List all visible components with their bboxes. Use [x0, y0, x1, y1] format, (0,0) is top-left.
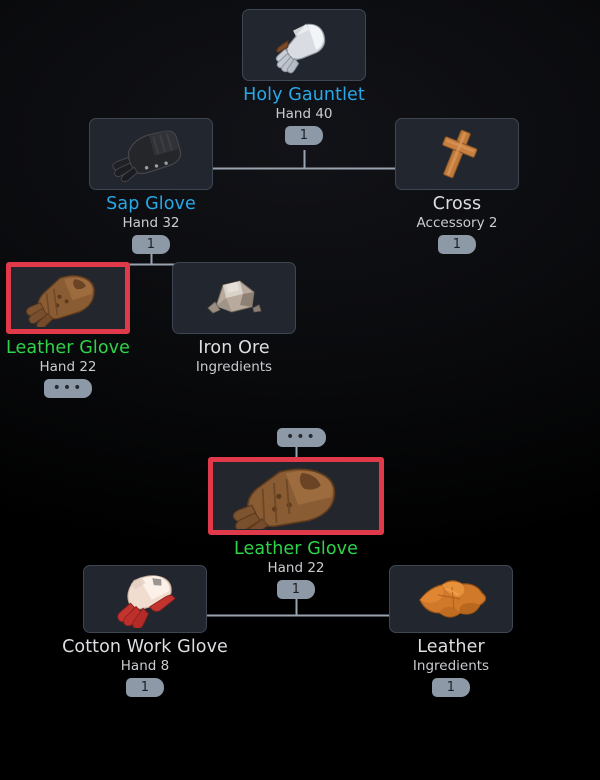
node-subtitle: Hand 22 — [39, 359, 97, 375]
node-subtitle: Hand 8 — [120, 658, 170, 674]
cross-icon — [442, 129, 478, 179]
node-name: Sap Glove — [106, 194, 196, 214]
node-thumbnail-selected[interactable] — [6, 262, 130, 334]
node-holy-gauntlet[interactable]: Holy Gauntlet Hand 40 1 — [242, 9, 366, 145]
node-quantity-badge[interactable]: 1 — [132, 235, 170, 254]
node-subtitle: Accessory 2 — [416, 215, 498, 231]
node-thumbnail[interactable] — [89, 118, 213, 190]
node-subtitle: Hand 32 — [122, 215, 180, 231]
node-thumbnail[interactable] — [242, 9, 366, 81]
node-name: Cotton Work Glove — [62, 637, 228, 657]
node-leather-glove-root[interactable]: Leather Glove Hand 22 1 — [208, 457, 384, 599]
node-leather[interactable]: Leather Ingredients 1 — [389, 565, 513, 697]
node-thumbnail[interactable] — [395, 118, 519, 190]
tree-collapse-badge[interactable]: ••• — [277, 428, 326, 447]
node-quantity-badge[interactable]: 1 — [126, 678, 164, 697]
node-subtitle: Ingredients — [412, 658, 490, 674]
node-name: Iron Ore — [198, 338, 270, 358]
node-cross[interactable]: Cross Accessory 2 1 — [395, 118, 519, 254]
node-quantity-badge[interactable]: 1 — [432, 678, 470, 697]
node-leather-glove[interactable]: Leather Glove Hand 22 ••• — [6, 262, 130, 398]
node-iron-ore[interactable]: Iron Ore Ingredients — [172, 262, 296, 398]
node-name: Leather Glove — [6, 338, 130, 358]
node-sap-glove[interactable]: Sap Glove Hand 32 1 — [89, 118, 213, 254]
node-name: Leather Glove — [234, 539, 358, 559]
node-subtitle: Hand 22 — [267, 560, 325, 576]
node-thumbnail-selected[interactable] — [208, 457, 384, 535]
node-name: Cross — [432, 194, 482, 214]
iron-ore-icon — [207, 280, 262, 314]
node-thumbnail[interactable] — [389, 565, 513, 633]
node-name: Leather — [417, 637, 485, 657]
leather-glove-icon — [25, 275, 95, 327]
node-thumbnail[interactable] — [83, 565, 207, 633]
node-quantity-badge[interactable]: 1 — [277, 580, 315, 599]
node-subtitle: Ingredients — [195, 359, 273, 375]
node-subtitle: Hand 40 — [275, 106, 333, 122]
node-quantity-badge[interactable]: 1 — [285, 126, 323, 145]
node-quantity-badge[interactable]: 1 — [438, 235, 476, 254]
black-glove-icon — [112, 130, 182, 183]
node-thumbnail[interactable] — [172, 262, 296, 334]
leather-icon — [419, 580, 487, 618]
node-expand-badge[interactable]: ••• — [43, 379, 93, 398]
gauntlet-icon — [275, 23, 326, 74]
node-name: Holy Gauntlet — [243, 85, 365, 105]
leather-glove-icon — [232, 468, 336, 529]
node-cotton-work-glove[interactable]: Cotton Work Glove Hand 8 1 — [57, 565, 233, 697]
cotton-work-glove-icon — [117, 575, 176, 628]
